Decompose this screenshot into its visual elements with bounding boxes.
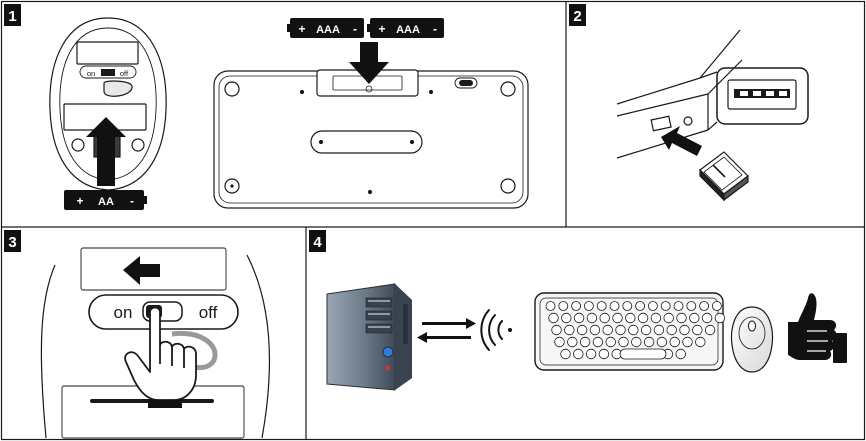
keyboard-key <box>613 313 623 323</box>
keyboard-key <box>584 302 593 311</box>
keyboard-key <box>674 302 683 311</box>
step-2-number: 2 <box>573 8 581 25</box>
keyboard-key <box>664 313 674 323</box>
keyboard-key <box>549 313 559 323</box>
keyboard-key <box>590 325 600 335</box>
keyboard-key <box>700 302 709 311</box>
keyboard-key <box>580 337 590 347</box>
keyboard-bottom-icon <box>214 70 528 208</box>
keyboard-key <box>632 337 642 347</box>
step-1-number: 1 <box>8 8 16 25</box>
keyboard-key <box>715 313 725 323</box>
keyboard-key <box>712 302 721 311</box>
keyboard-spacebar <box>620 349 666 359</box>
keyboard-key <box>638 313 648 323</box>
keyboard-key <box>610 302 619 311</box>
keyboard-key <box>562 313 572 323</box>
step-4-number: 4 <box>313 234 322 251</box>
keyboard-key <box>661 302 670 311</box>
keyboard-icon <box>535 293 725 370</box>
thumbs-up-icon <box>788 293 847 363</box>
keyboard-key <box>667 325 677 335</box>
step-3-badge: 3 <box>4 230 21 252</box>
step-2-badge: 2 <box>569 4 586 26</box>
aaa-right-plus: + <box>378 22 385 36</box>
aaa-battery-left-icon: + AAA - <box>287 18 364 38</box>
keyboard-key <box>593 337 603 347</box>
keyboard-key <box>651 313 661 323</box>
aa-battery-icon: + AA - <box>64 190 147 210</box>
keyboard-key <box>654 325 664 335</box>
keyboard-key <box>676 349 686 359</box>
aaa-right-label: AAA <box>396 24 420 36</box>
keyboard-key <box>705 325 715 335</box>
keyboard-key <box>648 302 657 311</box>
step-3-number: 3 <box>8 234 16 251</box>
arrow-icon <box>123 256 160 285</box>
aaa-left-minus: - <box>353 22 357 36</box>
keyboard-key <box>574 349 584 359</box>
keyboard-key <box>696 337 706 347</box>
mouse-switch-on-label: on <box>87 69 95 78</box>
keyboard-key <box>623 302 632 311</box>
keyboard-key <box>552 325 562 335</box>
aa-plus: + <box>76 194 83 208</box>
aaa-battery-right-icon: + AAA - <box>367 18 444 38</box>
aaa-left-plus: + <box>298 22 305 36</box>
keyboard-key <box>683 337 693 347</box>
aa-label: AA <box>98 196 114 208</box>
keyboard-key <box>600 313 610 323</box>
keyboard-key <box>677 313 687 323</box>
keyboard-key <box>603 325 613 335</box>
keyboard-key <box>619 337 629 347</box>
keyboard-key <box>555 337 565 347</box>
keyboard-key <box>559 302 568 311</box>
keyboard-key <box>565 325 575 335</box>
keyboard-key <box>687 302 696 311</box>
keyboard-key <box>546 302 555 311</box>
switch-off-label: off <box>199 303 218 322</box>
keyboard-key <box>690 313 700 323</box>
keyboard-key <box>587 313 597 323</box>
keyboard-key <box>561 349 571 359</box>
keyboard-key <box>574 313 584 323</box>
keyboard-key <box>693 325 703 335</box>
usb-receiver-icon <box>700 152 748 200</box>
aa-minus: - <box>130 194 134 208</box>
laptop-usb-port-icon <box>617 30 808 158</box>
step-badges: 1 2 3 4 <box>4 4 586 252</box>
mouse-switch-off-label: off <box>120 69 129 78</box>
keyboard-key <box>680 325 690 335</box>
keyboard-key <box>568 337 578 347</box>
keyboard-key <box>629 325 639 335</box>
keyboard-key <box>626 313 636 323</box>
keyboard-key <box>616 325 626 335</box>
wireless-icon <box>481 310 512 350</box>
step-4-badge: 4 <box>309 230 326 252</box>
mouse-icon <box>732 307 773 372</box>
keyboard-key <box>606 337 616 347</box>
keyboard-key <box>586 349 596 359</box>
keyboard-key <box>702 313 712 323</box>
transfer-arrows-icon <box>417 318 476 343</box>
keyboard-key <box>657 337 667 347</box>
keyboard-key <box>572 302 581 311</box>
keyboard-key <box>599 349 609 359</box>
keyboard-key <box>636 302 645 311</box>
hand-pointer-icon <box>125 308 196 409</box>
keyboard-key <box>641 325 651 335</box>
step-1-badge: 1 <box>4 4 21 26</box>
switch-on-label: on <box>114 303 133 322</box>
keyboard-key <box>644 337 654 347</box>
keyboard-key <box>577 325 587 335</box>
aaa-right-minus: - <box>433 22 437 36</box>
keyboard-key <box>670 337 680 347</box>
arrow-icon <box>661 126 702 156</box>
aaa-left-label: AAA <box>316 24 340 36</box>
computer-tower-icon <box>327 284 412 390</box>
keyboard-key <box>597 302 606 311</box>
